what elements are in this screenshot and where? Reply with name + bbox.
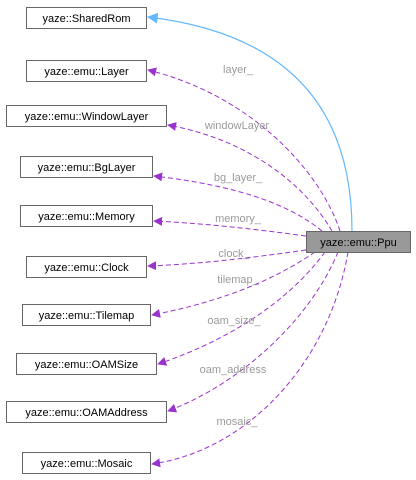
node-box-memory <box>20 205 153 227</box>
node-bg-layer[interactable]: yaze::emu::BgLayer <box>20 156 153 178</box>
node-box-shared-rom <box>26 7 147 29</box>
node-box-oam-size <box>16 353 157 375</box>
node-clock[interactable]: yaze::emu::Clock <box>26 256 147 278</box>
node-label-window-layer: yaze::emu::WindowLayer <box>25 111 149 123</box>
node-box-tilemap <box>22 304 151 326</box>
usage-edge-clock <box>147 249 307 271</box>
node-oam-address[interactable]: yaze::emu::OAMAddress <box>6 401 167 423</box>
node-label-shared-rom: yaze::SharedRom <box>42 13 130 25</box>
inheritance-edge-shared-rom <box>146 12 353 232</box>
node-box-layer <box>26 60 147 82</box>
node-window-layer[interactable]: yaze::emu::WindowLayer <box>6 105 167 127</box>
node-label-ppu: yaze::emu::Ppu <box>320 237 396 249</box>
node-label-oam-size: yaze::emu::OAMSize <box>35 359 138 371</box>
node-label-oam-address: yaze::emu::OAMAddress <box>25 407 148 419</box>
node-label-clock: yaze::emu::Clock <box>44 262 129 274</box>
node-label-memory: yaze::emu::Memory <box>38 211 135 223</box>
edge-label-oam-size: oam_size_ <box>207 315 261 327</box>
node-layer[interactable]: yaze::emu::Layer <box>26 60 147 82</box>
node-label-layer: yaze::emu::Layer <box>44 66 129 78</box>
edge-label-window-layer: windowLayer <box>204 120 270 132</box>
usage-edge-oam-size <box>157 251 326 366</box>
edge-label-bg-layer: bg_layer_ <box>214 172 263 184</box>
edge-label-memory: memory_ <box>215 213 262 225</box>
node-box-clock <box>26 256 147 278</box>
node-box-mosaic <box>22 452 151 474</box>
node-box-bg-layer <box>20 156 153 178</box>
node-mosaic[interactable]: yaze::emu::Mosaic <box>22 452 151 474</box>
node-ppu[interactable]: yaze::emu::Ppu <box>306 231 411 253</box>
node-tilemap[interactable]: yaze::emu::Tilemap <box>22 304 151 326</box>
edge-label-layer: layer_ <box>223 64 254 76</box>
node-shared-rom[interactable]: yaze::SharedRom <box>26 7 147 29</box>
node-box-oam-address <box>6 401 167 423</box>
node-memory[interactable]: yaze::emu::Memory <box>20 205 153 227</box>
node-box-window-layer <box>6 105 167 127</box>
node-label-mosaic: yaze::emu::Mosaic <box>41 458 133 470</box>
node-box-ppu <box>306 231 411 253</box>
usage-edge-window-layer <box>167 122 333 232</box>
usage-edge-memory <box>153 216 307 237</box>
usage-edge-tilemap <box>151 251 316 318</box>
edge-label-oam-address: oam_address <box>200 364 267 376</box>
edge-label-clock: clock_ <box>218 248 250 260</box>
edge-label-mosaic: mosaic_ <box>217 416 259 428</box>
node-label-bg-layer: yaze::emu::BgLayer <box>38 162 136 174</box>
edge-label-tilemap: tilemap_ <box>217 274 259 286</box>
node-label-tilemap: yaze::emu::Tilemap <box>39 310 135 322</box>
usage-edge-mosaic <box>151 251 349 468</box>
usage-edge-oam-address <box>167 251 339 413</box>
usage-edge-bg-layer <box>153 172 323 232</box>
usage-edge-layer <box>147 67 341 232</box>
node-oam-size[interactable]: yaze::emu::OAMSize <box>16 353 157 375</box>
